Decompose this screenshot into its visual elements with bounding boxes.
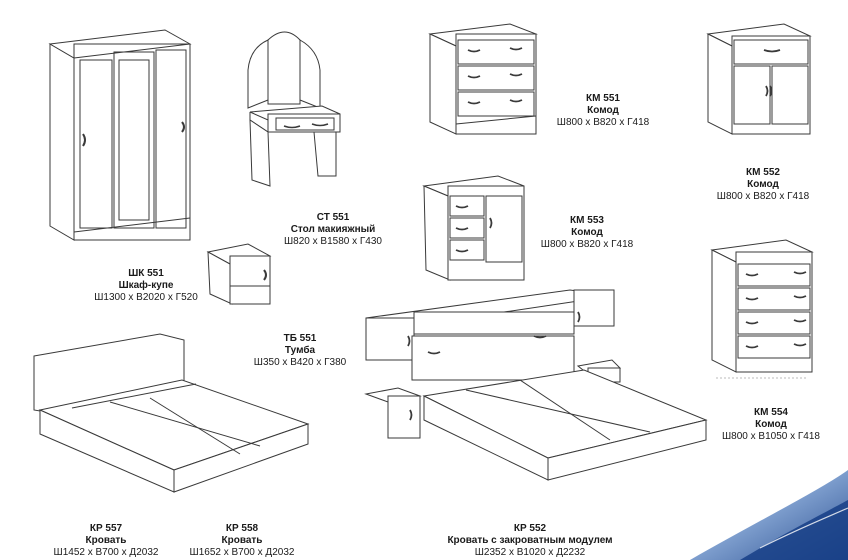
chest-km553 bbox=[422, 175, 525, 281]
caption-km552: КМ 552 Комод Ш800 х В820 х Г418 bbox=[708, 167, 818, 203]
product-dims: Ш2352 х В1020 х Д2232 bbox=[474, 547, 586, 558]
chest-km551 bbox=[428, 23, 538, 135]
nightstand-tb551 bbox=[206, 243, 272, 305]
product-code: КР 558 bbox=[225, 523, 259, 534]
product-code: КМ 553 bbox=[570, 215, 604, 226]
vanity-st551 bbox=[247, 31, 341, 187]
product-name: Тумба bbox=[284, 345, 316, 356]
product-name: Кровать с закроватным модулем bbox=[447, 535, 613, 546]
product-dims: Ш1652 х В700 х Д2032 bbox=[189, 547, 295, 558]
product-code: СТ 551 bbox=[316, 212, 350, 223]
product-dims: Ш350 х В420 х Г380 bbox=[253, 357, 347, 368]
caption-tb551: ТБ 551 Тумба Ш350 х В420 х Г380 bbox=[248, 333, 352, 369]
chest-km554 bbox=[710, 239, 814, 379]
caption-kr552: КР 552 Кровать с закроватным модулем Ш23… bbox=[430, 523, 630, 559]
bed-kr552 bbox=[364, 289, 708, 481]
product-code: КМ 551 bbox=[586, 93, 620, 104]
product-dims: Ш800 х В820 х Г418 bbox=[540, 239, 634, 250]
caption-km551: КМ 551 Комод Ш800 х В820 х Г418 bbox=[548, 93, 658, 129]
caption-st551: СТ 551 Стол макияжный Ш820 х В1580 х Г43… bbox=[274, 212, 392, 248]
product-dims: Ш820 х В1580 х Г430 bbox=[284, 236, 382, 247]
chest-km552 bbox=[706, 23, 812, 135]
product-name: Комод bbox=[571, 227, 603, 238]
wardrobe-shk551 bbox=[48, 29, 192, 241]
product-name: Комод bbox=[587, 105, 619, 116]
product-dims: Ш800 х В820 х Г418 bbox=[716, 191, 810, 202]
caption-km554: КМ 554 Комод Ш800 х В1050 х Г418 bbox=[712, 407, 830, 443]
caption-kr557: КР 557 Кровать Ш1452 х В700 х Д2032 bbox=[44, 523, 168, 559]
product-code: ТБ 551 bbox=[283, 333, 317, 344]
product-name: Кровать bbox=[85, 535, 127, 546]
caption-shk551: ШК 551 Шкаф-купе Ш1300 х В2020 х Г520 bbox=[86, 268, 206, 304]
product-name: Шкаф-купе bbox=[118, 280, 174, 291]
product-name: Кровать bbox=[221, 535, 263, 546]
product-code: КР 557 bbox=[89, 523, 123, 534]
product-dims: Ш800 х В820 х Г418 bbox=[556, 117, 650, 128]
product-code: КМ 552 bbox=[746, 167, 780, 178]
caption-km553: КМ 553 Комод Ш800 х В820 х Г418 bbox=[532, 215, 642, 251]
product-code: КР 552 bbox=[513, 523, 547, 534]
product-name: Стол макияжный bbox=[290, 224, 376, 235]
product-dims: Ш1452 х В700 х Д2032 bbox=[53, 547, 159, 558]
product-name: Комод bbox=[747, 179, 779, 190]
product-code: КМ 554 bbox=[754, 407, 788, 418]
product-name: Комод bbox=[755, 419, 787, 430]
caption-kr558: КР 558 Кровать Ш1652 х В700 х Д2032 bbox=[180, 523, 304, 559]
product-dims: Ш800 х В1050 х Г418 bbox=[722, 431, 820, 442]
bed-kr557-kr558 bbox=[33, 333, 310, 493]
product-code: ШК 551 bbox=[128, 268, 164, 279]
decorative-wave bbox=[690, 470, 848, 560]
product-dims: Ш1300 х В2020 х Г520 bbox=[94, 292, 198, 303]
